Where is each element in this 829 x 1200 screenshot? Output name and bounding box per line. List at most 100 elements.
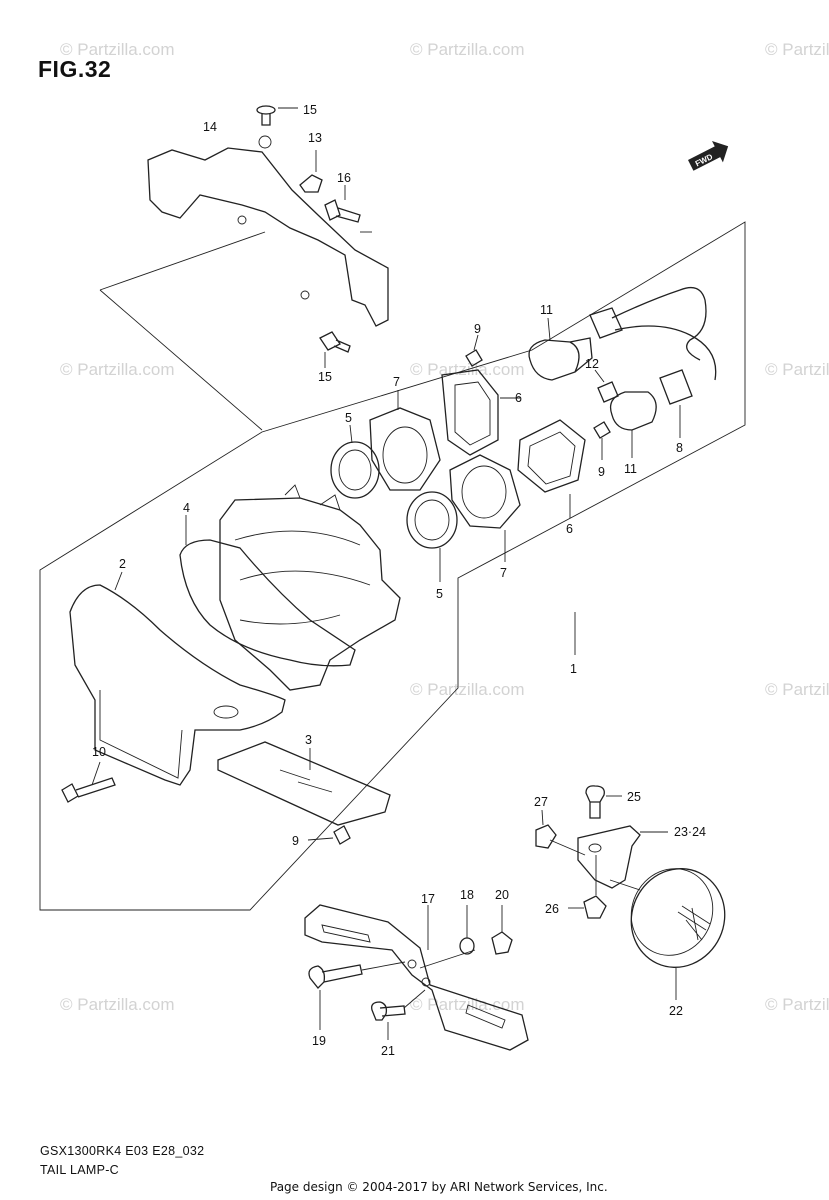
leader-line	[403, 989, 426, 1009]
mounting-bracket	[147, 147, 389, 327]
screw-head	[256, 105, 276, 115]
callout-11-lower: 11	[624, 462, 637, 476]
callout-11-upper: 11	[540, 303, 553, 317]
gasket-6-upper	[441, 369, 499, 456]
reflector-plate-3	[217, 741, 391, 826]
callout-5-upper: 5	[345, 411, 352, 425]
bracket-hole	[300, 290, 310, 300]
bulb-12	[597, 381, 619, 403]
leader-line	[91, 761, 101, 786]
fwd-arrow-icon: FWD	[688, 141, 729, 171]
bracket-hole	[588, 843, 602, 853]
license-bracket-17	[304, 904, 529, 1051]
bracket-slot	[321, 924, 506, 1029]
callout-20: 20	[495, 888, 509, 902]
watermark: © Partzilla.com	[765, 680, 829, 699]
reflector-texture	[677, 905, 711, 941]
screw-9-middle	[593, 421, 611, 439]
lens-seal-4	[179, 539, 356, 667]
lens-reflector	[99, 690, 183, 779]
bolt-25	[585, 785, 605, 819]
lamp-housing	[219, 497, 401, 691]
screw-21	[371, 1001, 406, 1021]
screw-9-lower	[333, 825, 351, 845]
leader-line	[609, 879, 641, 891]
bulb-base	[569, 337, 593, 373]
reflector-rim	[630, 868, 714, 956]
screw-10	[61, 777, 116, 803]
bulb-11-lower	[609, 391, 657, 431]
callout-22: 22	[669, 1004, 683, 1018]
watermark: © Partzilla.com	[765, 360, 829, 379]
wiring-harness	[611, 286, 707, 361]
watermark: © Partzilla.com	[765, 40, 829, 59]
leader-line	[541, 809, 544, 826]
nut-20	[491, 931, 513, 955]
bolt-19	[308, 964, 363, 989]
callout-18: 18	[460, 888, 474, 902]
retainer-hole	[461, 465, 507, 519]
callout-4: 4	[183, 501, 190, 515]
callout-25: 25	[627, 790, 641, 804]
callout-9-upper: 9	[474, 322, 481, 336]
housing-studs	[284, 484, 341, 511]
callouts: 1 2 3 4 5 5 6 6 7 7 8 9 9 9 10 11 11 12 …	[92, 103, 706, 1058]
callout-7-lower: 7	[500, 566, 507, 580]
callout-26: 26	[545, 902, 559, 916]
housing-detail	[234, 530, 371, 625]
ring-inner	[338, 449, 372, 491]
callout-8: 8	[676, 441, 683, 455]
bulb-11-upper	[528, 339, 580, 381]
reflector-22	[630, 868, 726, 968]
nut-26	[583, 895, 607, 919]
callout-2: 2	[119, 557, 126, 571]
callout-1: 1	[570, 662, 577, 676]
ring-inner	[414, 499, 450, 541]
callout-16: 16	[337, 171, 351, 185]
nut-27	[535, 824, 557, 849]
callout-5-lower: 5	[436, 587, 443, 601]
assembly-boundary	[39, 221, 746, 911]
bulb-socket	[589, 307, 623, 339]
callout-9-middle: 9	[598, 465, 605, 479]
callout-6-lower: 6	[566, 522, 573, 536]
leader-line	[549, 839, 586, 856]
bracket-hole	[237, 215, 247, 225]
washer-18	[459, 937, 475, 955]
callout-10: 10	[92, 745, 106, 759]
leader-line	[594, 369, 605, 383]
watermark: © Partzilla.com	[60, 995, 175, 1014]
gasket-inner	[527, 431, 576, 485]
bolt-13	[299, 174, 323, 193]
retainer-hole	[382, 426, 428, 484]
leader-line	[473, 334, 479, 351]
bolt-15-lower	[319, 331, 351, 353]
bulb-socket-8	[659, 369, 693, 405]
tail-lens-2	[69, 584, 286, 786]
retainer-7-lower	[449, 454, 521, 529]
leader-line	[419, 949, 476, 969]
watermark: © Partzilla.com	[765, 995, 829, 1014]
callout-12: 12	[585, 357, 599, 371]
leader-line	[349, 424, 353, 444]
plate-detail	[279, 769, 333, 793]
watermark: © Partzilla.com	[410, 680, 525, 699]
figure-title: FIG.32	[38, 56, 112, 82]
bracket-hole	[258, 135, 272, 149]
callout-9-lower: 9	[292, 834, 299, 848]
wiring-harness	[614, 325, 717, 381]
leader-line	[547, 317, 551, 341]
watermark: © Partzilla.com	[410, 995, 525, 1014]
watermark: © Partzilla.com	[60, 40, 175, 59]
model-code: GSX1300RK4 E03 E28_032	[40, 1144, 205, 1158]
gasket-6-lower	[517, 419, 586, 493]
callout-19: 19	[312, 1034, 326, 1048]
retainer-7-upper	[369, 407, 441, 491]
callout-13: 13	[308, 131, 322, 145]
lens-hole	[213, 705, 239, 719]
watermark: © Partzilla.com	[410, 40, 525, 59]
leader-line	[361, 961, 406, 971]
callout-3: 3	[305, 733, 312, 747]
gasket-inner	[454, 381, 491, 446]
section-name: TAIL LAMP-C	[40, 1163, 120, 1177]
